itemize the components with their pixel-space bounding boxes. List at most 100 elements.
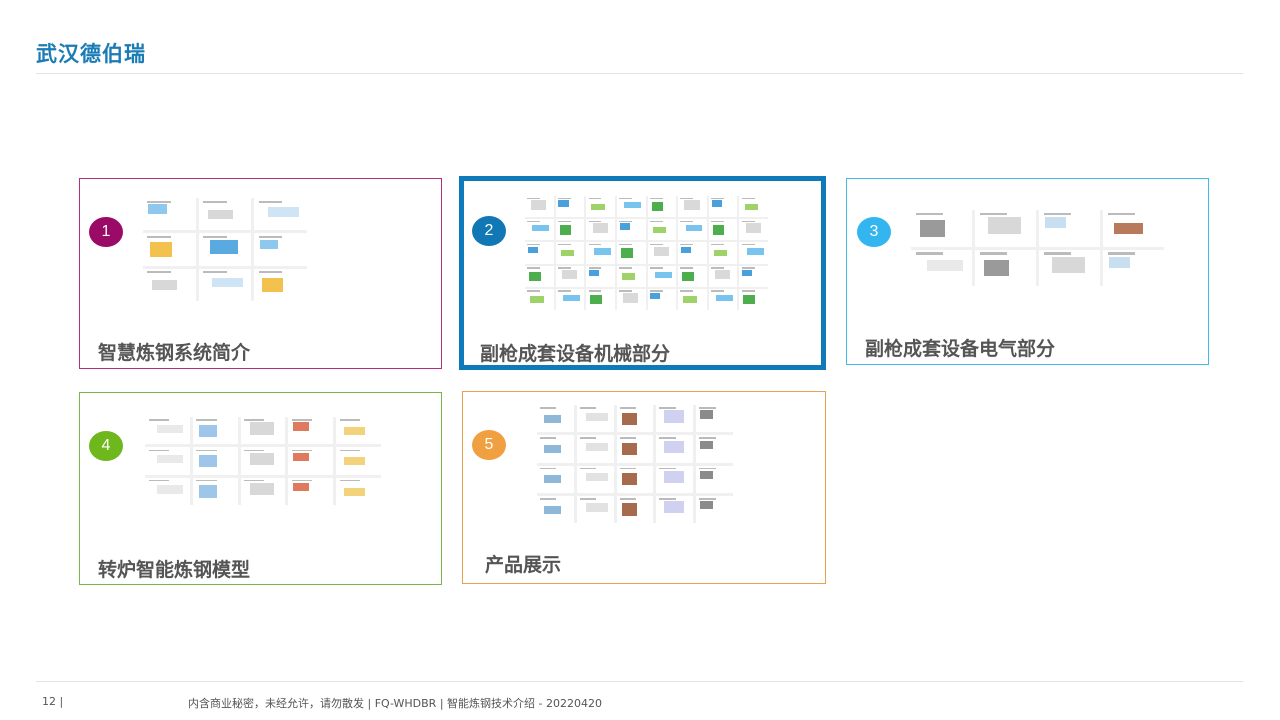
slide-thumbnail: [576, 465, 614, 493]
slide-thumbnail: [739, 288, 768, 310]
slide-thumbnail: [254, 268, 307, 301]
slide-thumbnail: [586, 288, 615, 310]
section-title: 转炉智能炼钢模型: [98, 559, 251, 581]
slide-thumbnail: [696, 435, 733, 463]
slide-thumbnail: [911, 249, 972, 286]
header-divider: [36, 73, 1243, 74]
slide-thumbnail: [254, 198, 307, 231]
slide-thumbnail: [708, 242, 738, 264]
slide-thumbnail: [616, 465, 654, 493]
slide-thumbnail: [537, 405, 574, 433]
slide-thumbnail: [198, 268, 252, 301]
slide-thumbnail: [656, 435, 694, 463]
section-number-badge: 5: [472, 430, 506, 460]
slide-thumbnail: [537, 465, 574, 493]
section-number-badge: 4: [89, 431, 123, 461]
section-card-3[interactable]: 3 副枪成套设备电气部分: [846, 178, 1209, 365]
slide-thumbnail: [739, 196, 768, 218]
slide-thumbnail: [576, 405, 614, 433]
section-card-1[interactable]: 1 智慧炼钢系统简介: [79, 178, 442, 369]
slide-thumbnail: [586, 265, 615, 287]
slide-thumbnail: [586, 219, 615, 241]
slide-thumbnail: [537, 495, 574, 523]
slide-thumbnail: [647, 219, 677, 241]
slide-thumbnail: [555, 288, 585, 310]
section-title: 副枪成套设备电气部分: [865, 338, 1056, 360]
slide-thumbnail: [616, 405, 654, 433]
slide-thumbnail: [656, 465, 694, 493]
slide-thumbnail: [525, 265, 554, 287]
slide-thumbnail: [555, 196, 585, 218]
slide-thumbnails: [143, 198, 307, 301]
slide-thumbnail: [198, 233, 252, 266]
section-number-badge: 2: [472, 216, 506, 246]
slide-thumbnail: [739, 265, 768, 287]
slide-thumbnail: [525, 219, 554, 241]
slide-thumbnail: [647, 288, 677, 310]
slide-thumbnail: [586, 242, 615, 264]
slide-thumbnail: [708, 219, 738, 241]
slide-thumbnail: [555, 265, 585, 287]
slide-thumbnail: [192, 447, 238, 475]
section-title: 智慧炼钢系统简介: [98, 342, 251, 364]
section-card-2[interactable]: 2 副枪成套设备机械部分: [459, 176, 826, 370]
slide-thumbnail: [198, 198, 252, 231]
footer-text: 内含商业秘密，未经允许，请勿散发 | FQ-WHDBR | 智能炼钢技术介绍 -…: [188, 697, 602, 710]
slide-thumbnail: [555, 219, 585, 241]
brand-title: 武汉德伯瑞: [36, 42, 146, 66]
slide-thumbnail: [1039, 249, 1100, 286]
slide-thumbnail: [696, 405, 733, 433]
slide-thumbnail: [647, 265, 677, 287]
section-number-badge: 1: [89, 217, 123, 247]
slide-thumbnail: [708, 288, 738, 310]
slide-thumbnail: [576, 435, 614, 463]
slide-thumbnail: [336, 447, 381, 475]
slide-thumbnails: [525, 196, 768, 310]
section-card-4[interactable]: 4 转炉智能炼钢模型: [79, 392, 442, 585]
slide-thumbnail: [1103, 210, 1164, 247]
slide-thumbnail: [616, 435, 654, 463]
slide-thumbnail: [678, 196, 707, 218]
slide-thumbnail: [288, 417, 334, 445]
slide-thumbnail: [616, 219, 646, 241]
slide-thumbnail: [240, 417, 286, 445]
slide-thumbnail: [708, 196, 738, 218]
slide-thumbnails: [911, 210, 1164, 286]
slide-thumbnail: [537, 435, 574, 463]
slide-thumbnail: [656, 495, 694, 523]
slide-thumbnail: [576, 495, 614, 523]
slide-thumbnail: [525, 288, 554, 310]
slide-thumbnail: [1039, 210, 1100, 247]
slide-thumbnail: [336, 477, 381, 505]
page-number: 12 |: [42, 695, 64, 708]
slide-thumbnail: [1103, 249, 1164, 286]
slide-thumbnail: [555, 242, 585, 264]
slide-thumbnail: [656, 405, 694, 433]
slide-thumbnail: [647, 196, 677, 218]
slide-thumbnail: [678, 288, 707, 310]
slide-thumbnail: [145, 447, 190, 475]
slide-thumbnail: [143, 268, 196, 301]
slide-thumbnail: [975, 249, 1036, 286]
slide-thumbnail: [143, 233, 196, 266]
section-card-5[interactable]: 5 产品展示: [462, 391, 826, 584]
slide-thumbnail: [739, 219, 768, 241]
slide-thumbnail: [678, 265, 707, 287]
slide-thumbnail: [616, 196, 646, 218]
slide-thumbnails: [145, 417, 381, 505]
slide-thumbnail: [678, 242, 707, 264]
slide-thumbnail: [192, 477, 238, 505]
footer-divider: [36, 681, 1243, 682]
section-number-badge: 3: [857, 217, 891, 247]
slide-thumbnail: [586, 196, 615, 218]
slide-thumbnail: [525, 242, 554, 264]
slide-thumbnail: [616, 265, 646, 287]
slide-thumbnail: [288, 477, 334, 505]
section-title: 副枪成套设备机械部分: [480, 343, 671, 365]
slide-thumbnail: [240, 477, 286, 505]
slide-thumbnail: [254, 233, 307, 266]
slide-thumbnails: [537, 405, 733, 523]
slide-thumbnail: [525, 196, 554, 218]
slide-thumbnail: [616, 288, 646, 310]
slide-thumbnail: [647, 242, 677, 264]
